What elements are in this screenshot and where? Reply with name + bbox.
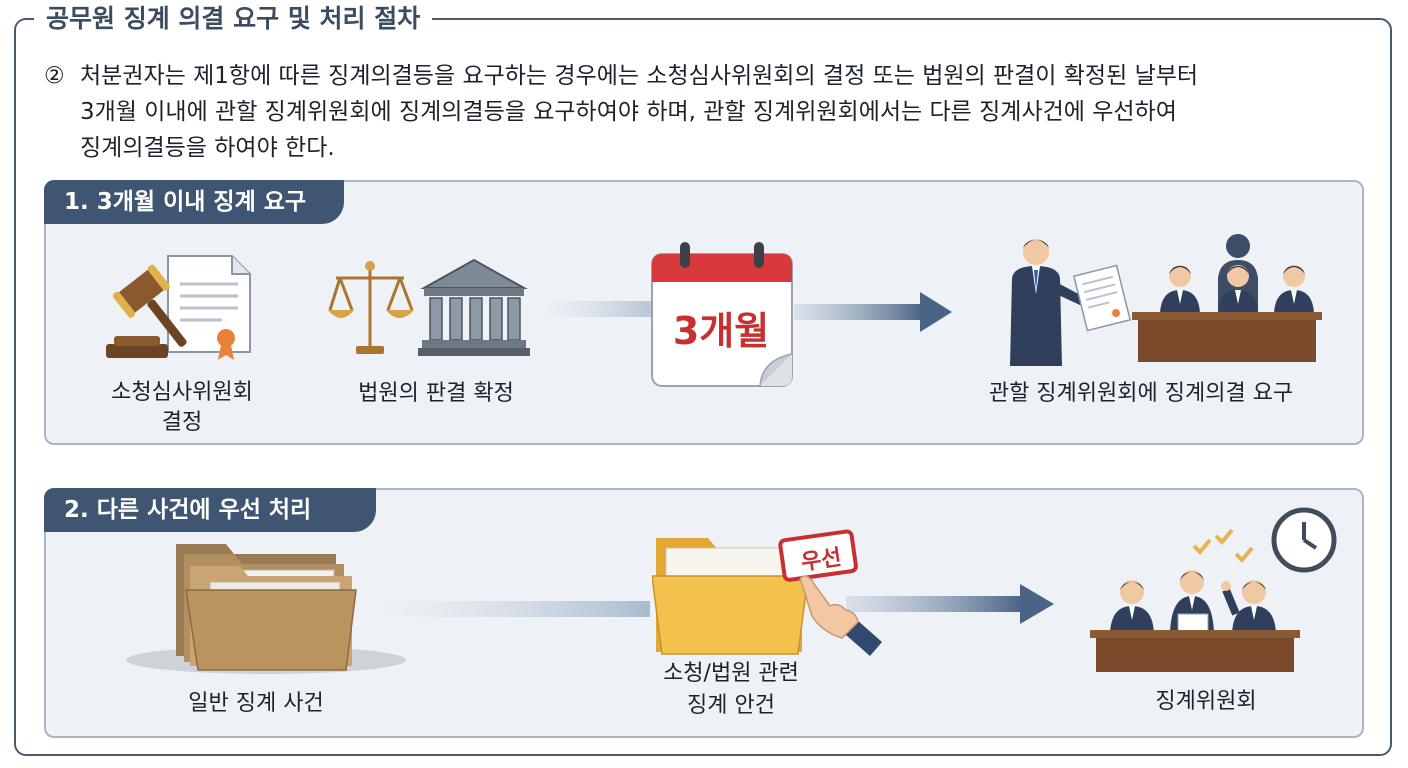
label-commission: 징계위원회	[1155, 689, 1257, 714]
label-court-ruling: 법원의 판결 확정	[358, 381, 514, 406]
calendar-text: 3개월	[672, 309, 770, 353]
label-sochung-decision: 소청심사위원회 결정	[111, 380, 253, 435]
gavel-document-icon	[92, 252, 262, 367]
paragraph-number: ②	[44, 63, 65, 89]
calendar-icon: 3개월	[650, 240, 796, 390]
commission-meeting-icon	[1076, 506, 1346, 676]
label-priority-case: 소청/법원 관련 징계 안건	[663, 661, 799, 718]
arrow-to-calendar	[544, 294, 652, 324]
statement-text: ② 처분권자는 제1항에 따른 징계의결등을 요구하는 경우에는 소청심사위원회의…	[44, 58, 1374, 166]
section-1-heading: 1. 3개월 이내 징계 요구	[44, 180, 344, 224]
statement-line-1: 처분권자는 제1항에 따른 징계의결등을 요구하는 경우에는 소청심사위원회의 …	[80, 63, 1199, 89]
statement-line-3: 징계의결등을 하여야 한다.	[80, 135, 335, 161]
section-2-panel: 2. 다른 사건에 우선 처리 일반 징계 사건	[44, 488, 1364, 738]
outer-frame	[14, 18, 1392, 756]
arrow-to-priority	[382, 594, 650, 624]
arrow-to-committee	[794, 292, 954, 332]
committee-request-icon	[994, 234, 1324, 366]
folder-stack-icon	[116, 530, 406, 680]
scales-courthouse-icon	[326, 254, 536, 362]
statement-line-2: 3개월 이내에 관할 징계위원회에 징계의결등을 요구하여야 하며, 관할 징계…	[80, 99, 1177, 125]
section-2-heading: 2. 다른 사건에 우선 처리	[44, 488, 376, 532]
section-1-panel: 1. 3개월 이내 징계 요구 소청심사위원회 결정	[44, 180, 1364, 445]
arrow-to-commission	[846, 584, 1056, 624]
label-general-case: 일반 징계 사건	[188, 691, 324, 716]
label-committee-request: 관할 징계위원회에 징계의결 요구	[988, 381, 1294, 406]
priority-folder-icon: 우선	[652, 524, 912, 694]
page-title: 공무원 징계 의결 요구 및 처리 절차	[34, 2, 433, 36]
